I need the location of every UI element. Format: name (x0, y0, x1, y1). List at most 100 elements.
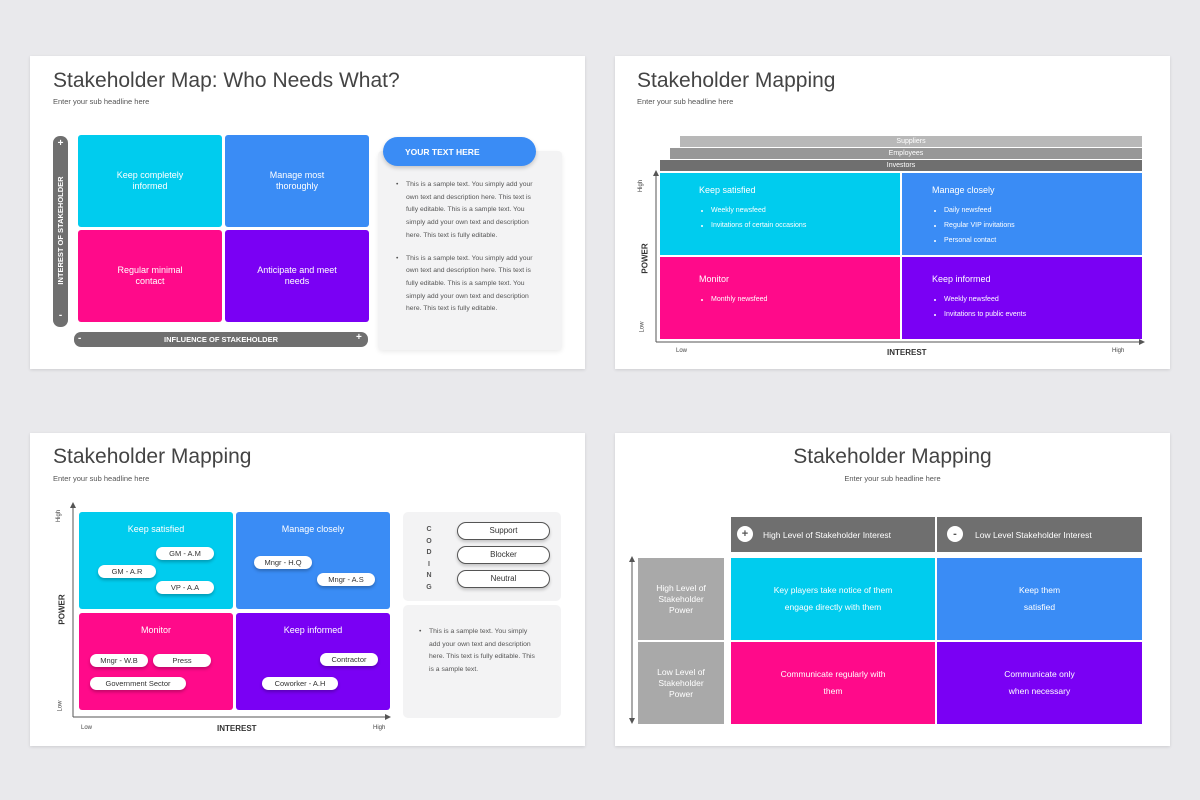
quadrant-monitor: Monitor Mngr - W.B Press Government Sect… (79, 613, 233, 710)
quadrant-title: Manage closely (932, 185, 995, 195)
layer-label: Employees (888, 150, 924, 157)
quadrant-list: Monthly newsfeed (699, 292, 767, 307)
stakeholder-tag[interactable]: GM - A.R (98, 565, 156, 578)
stakeholder-tag[interactable]: Coworker - A.H (262, 677, 338, 690)
y-axis-label: INTEREST OF STAKEHOLDER (56, 176, 65, 285)
slide-title: Stakeholder Map: Who Needs What? (53, 69, 400, 92)
x-low-label: Low (676, 348, 688, 354)
x-axis-plus: + (356, 332, 362, 343)
quadrant-title: Manage closely (281, 524, 345, 534)
slide-stakeholder-mapping-tags[interactable]: Stakeholder Mapping Enter your sub headl… (30, 433, 585, 746)
coding-letter: D (426, 549, 432, 556)
y-high-label: High (56, 509, 63, 523)
slide-title: Stakeholder Mapping (793, 445, 992, 468)
coding-blocker[interactable]: Blocker (457, 546, 550, 564)
cell-text: Key players take notice of them engage d… (773, 585, 893, 612)
slide-title: Stakeholder Mapping (637, 69, 836, 92)
y-low-label: Low (639, 321, 646, 333)
coding-letter: O (426, 537, 432, 545)
x-axis-bar: - INFLUENCE OF STAKEHOLDER + (74, 332, 368, 347)
stakeholder-tag[interactable]: Contractor (320, 653, 378, 666)
quadrant-title: Keep informed (283, 625, 343, 635)
list-item: Weekly newsfeed (944, 292, 1026, 307)
quadrant-label: Regular minimal contact (117, 265, 183, 286)
slide-stakeholder-map[interactable]: Stakeholder Map: Who Needs What? Enter y… (30, 56, 585, 369)
row-header-label: Low Level of Stakeholder Power (657, 666, 705, 699)
coding-neutral[interactable]: Neutral (457, 570, 550, 588)
stakeholder-tag[interactable]: GM - A.M (156, 547, 214, 560)
col-header-label: High Level of Stakeholder Interest (763, 530, 892, 540)
col-header-low-interest: - Low Level Stakeholder Interest (937, 517, 1142, 552)
coding-letters: C O D I N G (424, 524, 434, 593)
stakeholder-tag[interactable]: Press (153, 654, 211, 667)
layer-label: Investors (886, 162, 916, 169)
y-axis-minus: - (58, 310, 63, 321)
cell-text: Communicate only when necessary (1004, 669, 1075, 696)
panel-header-label: YOUR TEXT HERE (405, 147, 480, 157)
quadrant-title: Keep satisfied (699, 185, 756, 195)
quadrant-manage-thoroughly: Manage most thoroughly (225, 135, 369, 227)
quadrant-list: Weekly newsfeed Invitations to public ev… (932, 292, 1026, 322)
x-axis-label: INTEREST (217, 724, 257, 733)
quadrant-list: Daily newsfeed Regular VIP invitations P… (932, 203, 1015, 248)
quadrant-label: Manage most thoroughly (269, 170, 325, 191)
quadrant-title: Monitor (699, 274, 730, 284)
stakeholder-tag[interactable]: Mngr - A.S (317, 573, 375, 586)
x-low-label: Low (81, 725, 93, 731)
cell-communicate-regularly: Communicate regularly with them (731, 642, 935, 724)
slide-stakeholder-mapping-layers[interactable]: Stakeholder Mapping Enter your sub headl… (615, 56, 1170, 369)
quadrant-minimal-contact: Regular minimal contact (78, 230, 222, 322)
axes-arrows (70, 502, 391, 720)
cell-key-players: Key players take notice of them engage d… (731, 558, 935, 640)
x-high-label: High (373, 725, 386, 731)
panel-header: YOUR TEXT HERE (383, 137, 536, 166)
x-axis-minus: - (78, 333, 82, 344)
panel-text: This is a sample text. You simply add yo… (419, 626, 539, 687)
y-axis-plus: + (57, 138, 64, 149)
quadrant-title: Keep informed (932, 274, 991, 284)
slide-subtitle: Enter your sub headline here (637, 97, 734, 106)
list-item: Personal contact (944, 233, 1015, 248)
row-header-label: High Level of Stakeholder Power (656, 582, 706, 615)
y-axis-label: POWER (57, 594, 67, 625)
slide-subtitle: Enter your sub headline here (53, 474, 150, 483)
text-panel: This is a sample text. You simply add yo… (403, 605, 561, 718)
stakeholder-tag[interactable]: Government Sector (90, 677, 186, 690)
quadrant-label: Anticipate and meet needs (257, 265, 337, 286)
list-item: Invitations to public events (944, 307, 1026, 322)
slide-stakeholder-mapping-grid[interactable]: Stakeholder Mapping Enter your sub headl… (615, 433, 1170, 746)
list-item: Daily newsfeed (944, 203, 1015, 218)
text-panel: This is a sample text. You simply add yo… (378, 151, 562, 350)
axes-arrows (653, 170, 1145, 345)
slide-subtitle: Enter your sub headline here (844, 474, 941, 483)
panel-paragraph: This is a sample text. You simply add yo… (419, 626, 539, 677)
stakeholder-tag[interactable]: VP - A.A (156, 581, 214, 594)
slide-title: Stakeholder Mapping (53, 445, 252, 468)
quadrant-keep-informed: Keep informed Weekly newsfeed Invitation… (902, 257, 1142, 339)
stakeholder-tag[interactable]: Mngr - H.Q (254, 556, 312, 569)
quadrant-keep-satisfied: Keep satisfied GM - A.M GM - A.R VP - A.… (79, 512, 233, 609)
row-header-high-power: High Level of Stakeholder Power (638, 558, 724, 640)
cell-communicate-when-necessary: Communicate only when necessary (937, 642, 1142, 724)
stakeholder-tag[interactable]: Mngr - W.B (90, 654, 148, 667)
panel-paragraph-1: This is a sample text. You simply add yo… (396, 179, 544, 243)
coding-support[interactable]: Support (457, 522, 550, 540)
y-axis-bar: + INTEREST OF STAKEHOLDER - (53, 136, 68, 327)
row-header-low-power: Low Level of Stakeholder Power (638, 642, 724, 724)
quadrant-list: Weekly newsfeed Invitations of certain o… (699, 203, 806, 233)
list-item: Weekly newsfeed (711, 203, 806, 218)
quadrant-manage-closely: Manage closely Mngr - H.Q Mngr - A.S (236, 512, 390, 609)
slide-subtitle: Enter your sub headline here (53, 97, 150, 106)
plus-icon: + (737, 526, 753, 542)
col-header-high-interest: + High Level of Stakeholder Interest (731, 517, 935, 552)
coding-letter: N (426, 572, 432, 579)
cell-text: Communicate regularly with them (780, 669, 886, 696)
layer-suppliers: Suppliers (680, 136, 1142, 147)
coding-letter: I (428, 560, 430, 568)
cell-text: Keep them satisfied (1018, 585, 1061, 612)
coding-panel: C O D I N G Support Blocker Neutral (403, 512, 561, 601)
x-axis-label: INFLUENCE OF STAKEHOLDER (163, 335, 279, 344)
layer-investors: Investors (660, 160, 1142, 171)
quadrant-manage-closely: Manage closely Daily newsfeed Regular VI… (902, 173, 1142, 255)
layer-label: Suppliers (896, 138, 926, 145)
